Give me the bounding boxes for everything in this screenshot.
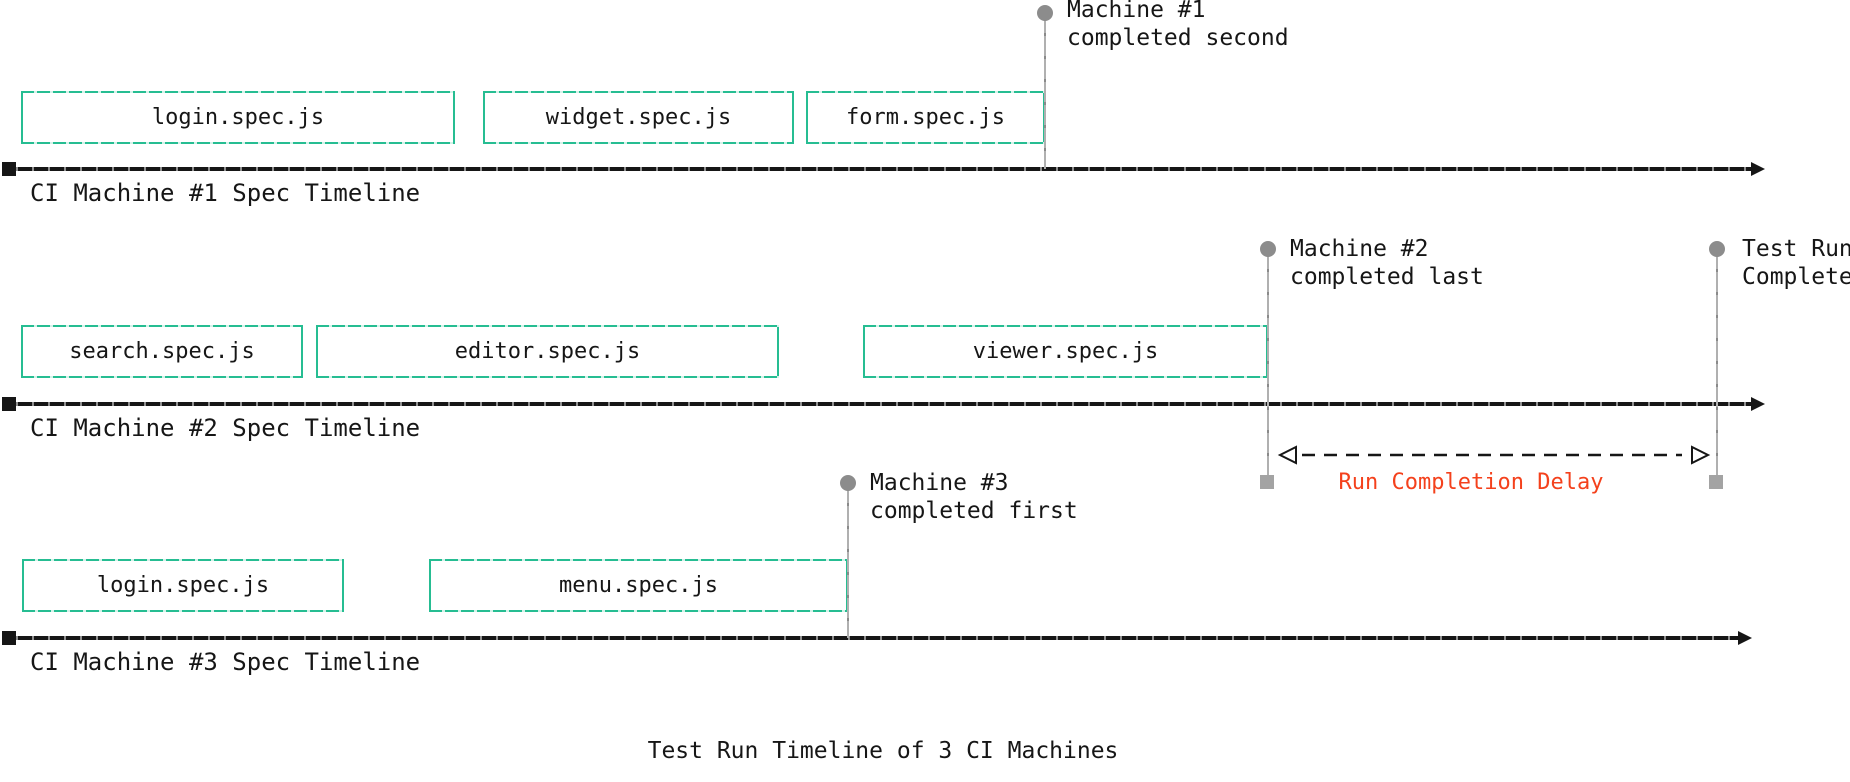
annotation-line: Machine #3 <box>870 470 1009 496</box>
spec-box: menu.spec.js <box>429 559 848 612</box>
spec-box: form.spec.js <box>806 91 1045 144</box>
completion-annotation-machine-3: Machine #3 completed first <box>870 469 1078 525</box>
annotation-line: Test Run <box>1742 236 1850 262</box>
delay-arrowhead-left-icon <box>1277 445 1297 465</box>
completion-line-machine-2 <box>1267 249 1269 475</box>
timeline-arrowhead-icon <box>1751 397 1765 411</box>
annotation-line: completed last <box>1290 264 1484 290</box>
completion-line-machine-3 <box>847 483 849 638</box>
annotation-line: completed first <box>870 498 1078 524</box>
annotation-line: Machine #1 <box>1067 0 1206 23</box>
timeline-start-marker <box>2 397 16 411</box>
completion-dot-icon <box>1260 241 1276 257</box>
spec-box: search.spec.js <box>21 325 303 378</box>
spec-box: login.spec.js <box>21 91 455 144</box>
delay-endpoint-marker <box>1260 475 1274 489</box>
delay-arrowhead-right-icon <box>1691 445 1711 465</box>
timeline-arrowhead-icon <box>1751 162 1765 176</box>
spec-box: login.spec.js <box>22 559 344 612</box>
axis-label-machine-3: CI Machine #3 Spec Timeline <box>30 648 421 676</box>
timeline-start-marker <box>2 631 16 645</box>
completion-annotation-machine-1: Machine #1 completed second <box>1067 0 1289 52</box>
spec-box-label: login.spec.js <box>151 105 325 130</box>
spec-box-label: widget.spec.js <box>545 105 732 130</box>
completion-dot-icon <box>1037 5 1053 21</box>
spec-box: editor.spec.js <box>316 325 779 378</box>
test-run-complete-dot-icon <box>1709 241 1725 257</box>
spec-box-label: editor.spec.js <box>454 339 641 364</box>
axis-label-machine-1: CI Machine #1 Spec Timeline <box>30 179 421 207</box>
completion-annotation-machine-2: Machine #2 completed last <box>1290 235 1484 291</box>
spec-box-label: search.spec.js <box>69 339 255 364</box>
delay-endpoint-marker <box>1709 475 1723 489</box>
spec-box: widget.spec.js <box>483 91 794 144</box>
timeline-axis-machine-1 <box>2 167 1752 171</box>
spec-box-label: menu.spec.js <box>559 573 718 598</box>
annotation-line: Complete <box>1742 264 1850 290</box>
spec-box-label: viewer.spec.js <box>972 339 1159 364</box>
delay-label: Run Completion Delay <box>1338 470 1604 495</box>
test-run-complete-annotation: Test Run Complete <box>1742 235 1850 291</box>
spec-box: viewer.spec.js <box>863 325 1268 378</box>
timeline-arrowhead-icon <box>1738 631 1752 645</box>
completion-dot-icon <box>840 475 856 491</box>
chart-title: Test Run Timeline of 3 CI Machines <box>647 738 1119 764</box>
axis-label-machine-2: CI Machine #2 Spec Timeline <box>30 414 421 442</box>
timeline-axis-machine-2 <box>2 402 1752 406</box>
timeline-start-marker <box>2 162 16 176</box>
annotation-line: Machine #2 <box>1290 236 1429 262</box>
spec-box-label: login.spec.js <box>96 573 270 598</box>
delay-connector <box>1277 445 1711 465</box>
test-run-complete-line <box>1716 249 1718 475</box>
completion-line-machine-1 <box>1044 13 1046 169</box>
spec-box-label: form.spec.js <box>846 105 1005 130</box>
timeline-axis-machine-3 <box>2 636 1739 640</box>
annotation-line: completed second <box>1067 25 1289 51</box>
